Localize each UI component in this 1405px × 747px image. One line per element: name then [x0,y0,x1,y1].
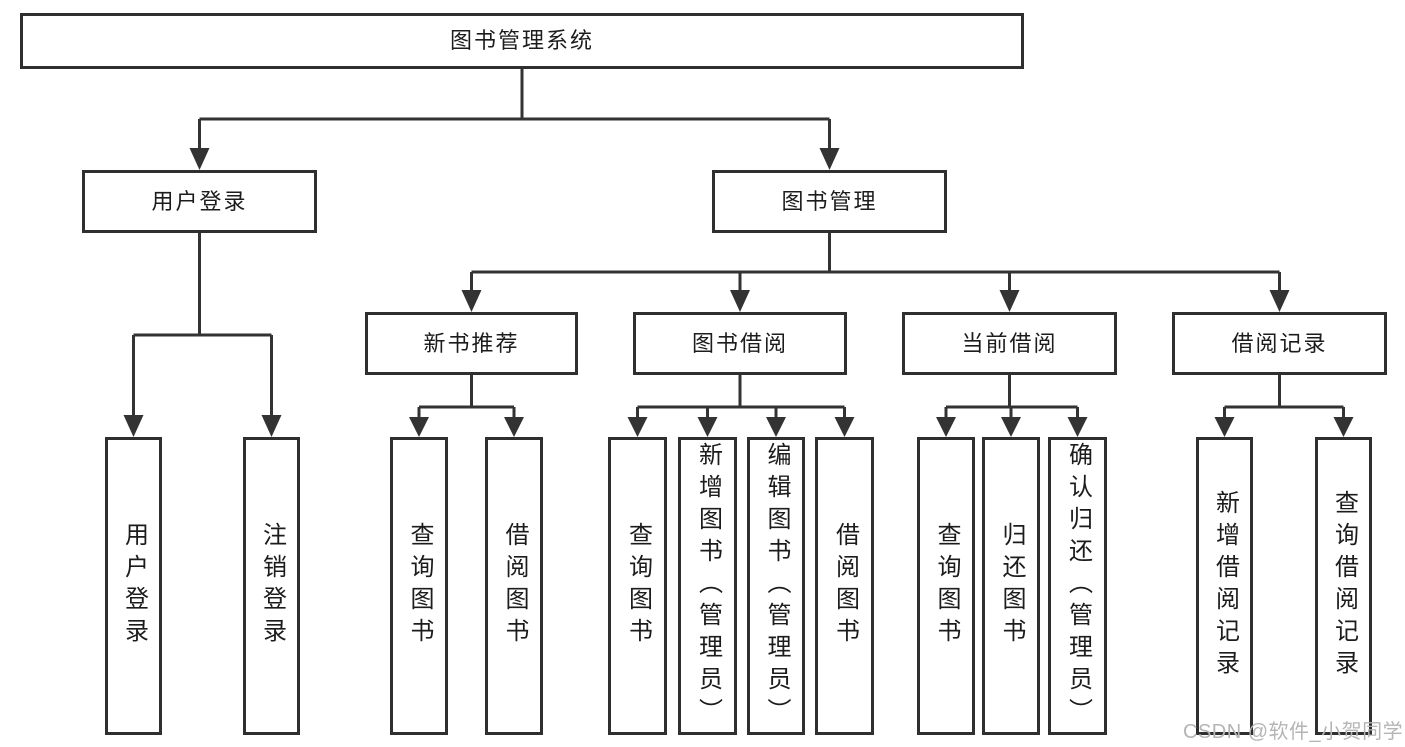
leaf-current-query-books: 查询图书 [917,437,975,735]
node-borrow-records: 借阅记录 [1172,312,1387,375]
leaf-borrow-borrow-books: 借阅图书 [815,437,874,735]
connector-new-book-recommend-to-leaves [409,375,524,437]
node-user-login: 用户登录 [82,170,317,233]
leaf-user-login: 用户登录 [105,437,162,735]
connector-root-to-level2 [189,69,840,170]
node-book-management: 图书管理 [712,170,947,233]
leaf-current-return-books: 归还图书 [982,437,1040,735]
leaf-logout: 注销登录 [243,437,300,735]
leaf-newbook-borrow-books: 借阅图书 [485,437,543,735]
leaf-records-query-borrow-record: 查询借阅记录 [1315,437,1372,735]
leaf-current-confirm-return-admin: 确认归还（管理员） [1048,437,1107,735]
node-current-borrow: 当前借阅 [902,312,1117,375]
leaf-borrow-query-books: 查询图书 [608,437,667,735]
csdn-watermark: CSDN @软件_小贺同学 [1183,721,1404,743]
leaf-newbook-query-books: 查询图书 [390,437,448,735]
node-new-book-recommend: 新书推荐 [365,312,578,375]
connector-borrow-records-to-leaves [1214,375,1354,437]
leaf-borrow-add-books-admin: 新增图书（管理员） [678,437,737,735]
connector-book-borrow-to-leaves [627,375,855,437]
leaf-records-add-borrow-record: 新增借阅记录 [1196,437,1253,735]
connector-current-borrow-to-leaves [936,375,1088,437]
node-book-borrow: 图书借阅 [633,312,847,375]
connector-user-login-to-leaves [123,233,282,437]
connector-book-management-to-level3 [461,233,1290,312]
node-library-management-system: 图书管理系统 [20,13,1024,69]
leaf-borrow-edit-books-admin: 编辑图书（管理员） [747,437,805,735]
